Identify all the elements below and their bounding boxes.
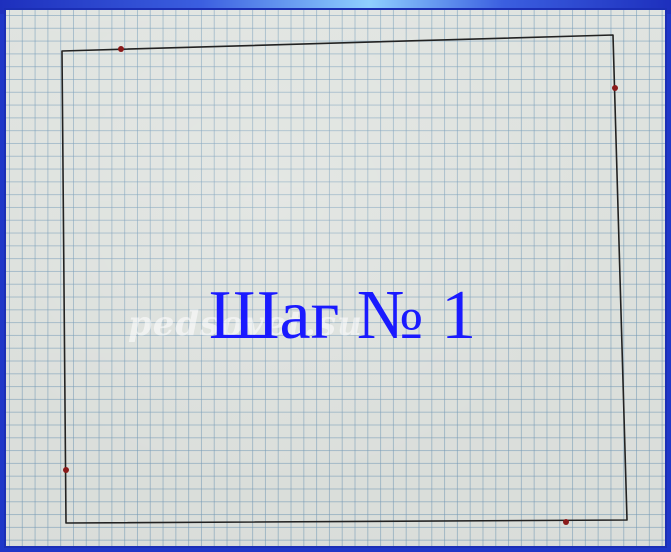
watermark-text: pedsovet.su [128,304,363,344]
graph-paper-photo [4,8,667,548]
marker-dot-top-right [612,85,618,91]
square-outline [61,34,628,524]
marker-dot-top-left [118,46,124,52]
marker-dot-bottom-left [63,467,69,473]
marker-dot-bottom-right [563,519,569,525]
step-title: Шаг № 1 [208,277,477,354]
